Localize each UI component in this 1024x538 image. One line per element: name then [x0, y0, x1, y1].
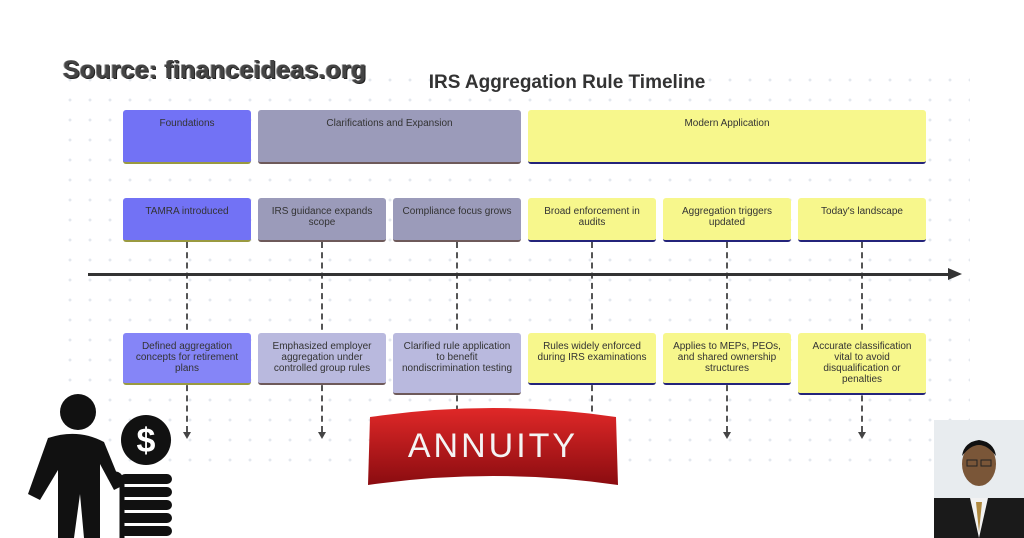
event-title-card: Broad enforcement in audits: [528, 198, 656, 242]
event-title: IRS guidance expands scope: [271, 206, 373, 228]
period-header: Foundations: [123, 110, 251, 164]
event-title: TAMRA introduced: [145, 206, 229, 217]
event-title-card: Compliance focus grows: [393, 198, 521, 242]
event-title-card: Today's landscape: [798, 198, 926, 242]
event-detail: Accurate classification vital to avoid d…: [812, 341, 912, 385]
event-title-card: IRS guidance expands scope: [258, 198, 386, 242]
period-header: Clarifications and Expansion: [258, 110, 521, 164]
dollar-coins-icon: $: [120, 415, 172, 536]
event-title: Compliance focus grows: [402, 206, 512, 217]
retiree-icon: [28, 394, 125, 538]
arrow-down-icon: [858, 432, 866, 439]
annuity-text: ANNUITY: [408, 427, 578, 465]
event-detail-card: Defined aggregation concepts for retirem…: [123, 333, 251, 385]
period-label: Foundations: [159, 118, 215, 129]
arrow-down-icon: [318, 432, 326, 439]
event-detail: Emphasized employer aggregation under co…: [272, 341, 372, 374]
event-title-card: Aggregation triggers updated: [663, 198, 791, 242]
period-header: Modern Application: [528, 110, 926, 164]
diagram-title: IRS Aggregation Rule Timeline: [428, 72, 706, 93]
event-detail: Applies to MEPs, PEOs, and shared owners…: [673, 341, 781, 374]
dollar-symbol: $: [137, 422, 156, 460]
event-detail: Defined aggregation concepts for retirem…: [135, 341, 239, 374]
timeline-axis: [88, 273, 950, 276]
event-title: Today's landscape: [821, 206, 903, 217]
event-detail-card: Rules widely enforced during IRS examina…: [528, 333, 656, 385]
event-detail-card: Accurate classification vital to avoid d…: [798, 333, 926, 395]
arrow-down-icon: [183, 432, 191, 439]
event-title-card: TAMRA introduced: [123, 198, 251, 242]
event-title: Broad enforcement in audits: [544, 206, 640, 228]
period-label: Modern Application: [684, 118, 770, 129]
period-label: Clarifications and Expansion: [326, 118, 453, 129]
event-detail-card: Emphasized employer aggregation under co…: [258, 333, 386, 385]
source-caption: Source: financeideas.org: [63, 56, 367, 84]
event-detail: Rules widely enforced during IRS examina…: [537, 341, 647, 363]
event-detail-card: Applies to MEPs, PEOs, and shared owners…: [663, 333, 791, 385]
arrow-down-icon: [723, 432, 731, 439]
event-title: Aggregation triggers updated: [681, 206, 773, 228]
axis-arrowhead-icon: [948, 268, 962, 280]
annuity-banner: ANNUITY: [368, 408, 618, 485]
event-detail: Clarified rule application to benefit no…: [401, 341, 513, 374]
author-photo: [934, 420, 1024, 538]
event-detail-card: Clarified rule application to benefit no…: [393, 333, 521, 395]
